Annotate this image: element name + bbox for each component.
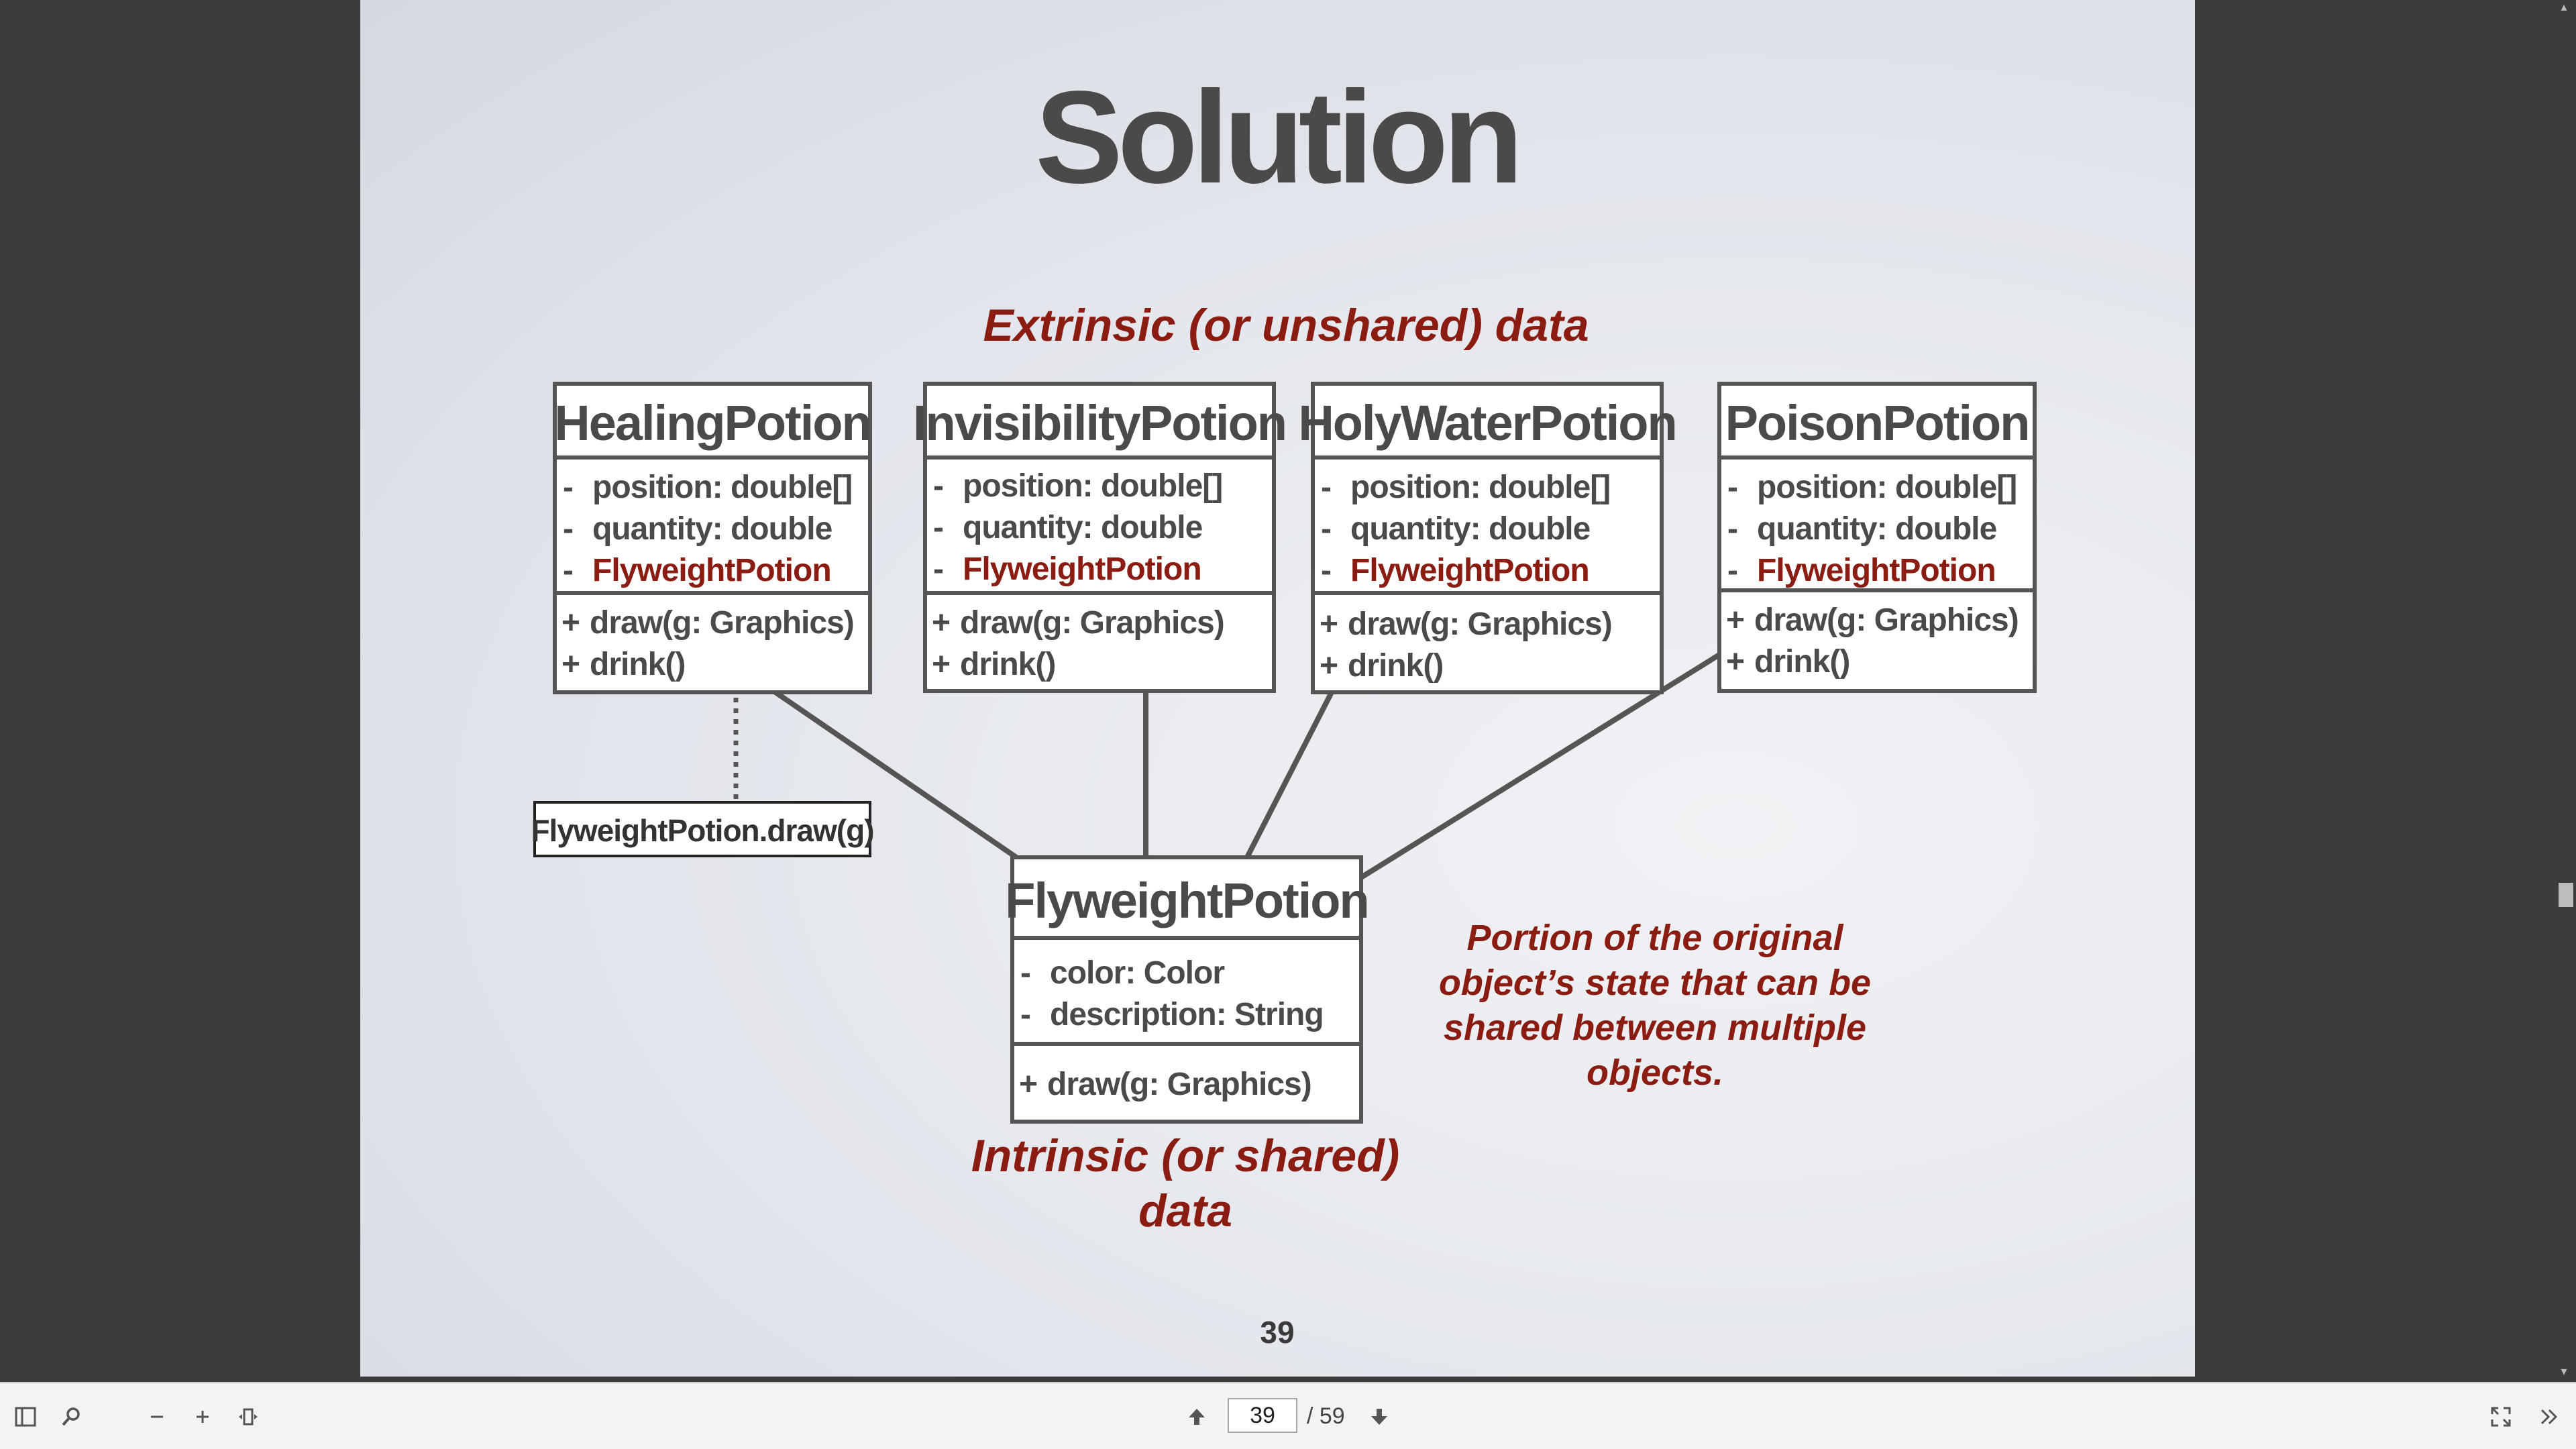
attribute-flyweight-ref: FlyweightPotion: [592, 553, 831, 588]
previous-page-icon[interactable]: [1177, 1397, 1217, 1437]
method: drink(): [1348, 648, 1443, 684]
svg-text:-: -: [563, 511, 573, 547]
attribute: quantity: double: [592, 511, 833, 547]
svg-text:-: -: [1020, 997, 1030, 1032]
scroll-down-icon[interactable]: ▾: [2561, 1364, 2567, 1378]
class-flyweight-potion: FlyweightPotion - color: Color - descrip…: [1005, 855, 1370, 1124]
attribute-flyweight-ref: FlyweightPotion: [963, 551, 1201, 587]
note-line: shared between multiple: [1444, 1008, 1866, 1048]
document-viewer[interactable]: Solution Extrinsic (or unshared) data He…: [0, 0, 2576, 1382]
svg-text:+: +: [1726, 644, 1744, 680]
page-total: / 59: [1307, 1403, 1345, 1429]
page-number-input[interactable]: [1228, 1398, 1297, 1433]
method: draw(g: Graphics): [960, 605, 1224, 641]
class-holywater-potion: HolyWaterPotion - position: double[] - q…: [1298, 382, 1678, 694]
note-line: objects.: [1587, 1053, 1723, 1093]
attribute: position: double[]: [963, 468, 1222, 504]
association-healing: [771, 688, 1018, 860]
next-page-icon[interactable]: [1359, 1397, 1399, 1437]
scroll-up-icon[interactable]: ▴: [2561, 0, 2567, 13]
svg-text:-: -: [1321, 553, 1331, 588]
intrinsic-label-line2: data: [1138, 1185, 1232, 1236]
attribute: quantity: double: [963, 510, 1203, 545]
svg-text:-: -: [563, 470, 573, 505]
svg-text:+: +: [1320, 606, 1338, 642]
attribute: position: double[]: [1350, 470, 1610, 505]
svg-text:-: -: [1020, 955, 1030, 991]
search-icon[interactable]: [51, 1397, 91, 1437]
slide-page-number: 39: [1260, 1315, 1294, 1350]
slide-page: Solution Extrinsic (or unshared) data He…: [360, 0, 2195, 1377]
extrinsic-label: Extrinsic (or unshared) data: [983, 300, 1589, 351]
class-name: InvisibilityPotion: [913, 395, 1286, 451]
class-name: PoisonPotion: [1725, 395, 2029, 451]
sidebar-toggle-icon[interactable]: [5, 1397, 46, 1437]
svg-text:+: +: [1726, 602, 1744, 638]
fullscreen-icon[interactable]: [2481, 1397, 2521, 1437]
viewer-toolbar: / 59: [0, 1382, 2576, 1449]
svg-text:+: +: [932, 605, 950, 641]
method: draw(g: Graphics): [590, 605, 854, 641]
class-name: HolyWaterPotion: [1298, 395, 1676, 451]
class-invisibility-potion: InvisibilityPotion - position: double[] …: [913, 382, 1287, 693]
svg-text:-: -: [933, 510, 943, 545]
method: draw(g: Graphics): [1348, 606, 1612, 642]
method: drink(): [1754, 644, 1849, 680]
zoom-in-icon[interactable]: [182, 1397, 223, 1437]
svg-text:-: -: [1727, 470, 1737, 505]
note-line: Portion of the original: [1467, 918, 1844, 958]
association-holywater: [1244, 691, 1334, 859]
class-name: HealingPotion: [554, 395, 870, 451]
intrinsic-label-line1: Intrinsic (or shared): [971, 1130, 1400, 1181]
svg-text:-: -: [1727, 553, 1737, 588]
scroll-thumb[interactable]: [2559, 883, 2573, 907]
svg-text:+: +: [561, 647, 580, 682]
attribute: color: Color: [1050, 955, 1224, 991]
method: drink(): [960, 647, 1055, 682]
svg-text:+: +: [561, 605, 580, 641]
method: draw(g: Graphics): [1754, 602, 2019, 638]
svg-text:+: +: [932, 647, 950, 682]
attribute-flyweight-ref: FlyweightPotion: [1350, 553, 1589, 588]
attribute: quantity: double: [1757, 511, 1997, 547]
call-note: FlyweightPotion.draw(g): [531, 801, 875, 857]
svg-text:-: -: [933, 468, 943, 504]
vertical-scrollbar[interactable]: ▴ ▾: [2552, 0, 2576, 1382]
method: draw(g: Graphics): [1047, 1067, 1311, 1102]
svg-text:-: -: [1321, 511, 1331, 547]
attribute: position: double[]: [592, 470, 852, 505]
svg-text:-: -: [933, 551, 943, 587]
attribute: position: double[]: [1757, 470, 2017, 505]
class-healing-potion: HealingPotion - position: double[] - qua…: [553, 382, 872, 694]
svg-text:+: +: [1320, 648, 1338, 684]
class-poison-potion: PoisonPotion - position: double[] - quan…: [1717, 382, 2037, 693]
attribute-flyweight-ref: FlyweightPotion: [1757, 553, 1996, 588]
note-line: object’s state that can be: [1439, 963, 1871, 1003]
class-name: FlyweightPotion: [1005, 873, 1368, 928]
svg-text:-: -: [1321, 470, 1331, 505]
svg-text:-: -: [1727, 511, 1737, 547]
method: drink(): [590, 647, 685, 682]
shared-state-note: Portion of the original object’s state t…: [1439, 918, 1871, 1093]
attribute: quantity: double: [1350, 511, 1591, 547]
attribute: description: String: [1050, 997, 1324, 1032]
svg-text:-: -: [563, 553, 573, 588]
svg-text:+: +: [1019, 1067, 1037, 1102]
fit-page-icon[interactable]: [228, 1397, 268, 1437]
slide-title: Solution: [1035, 64, 1518, 211]
zoom-out-icon[interactable]: [137, 1397, 177, 1437]
more-tools-icon[interactable]: [2529, 1397, 2569, 1437]
call-note-text: FlyweightPotion.draw(g): [531, 813, 873, 848]
